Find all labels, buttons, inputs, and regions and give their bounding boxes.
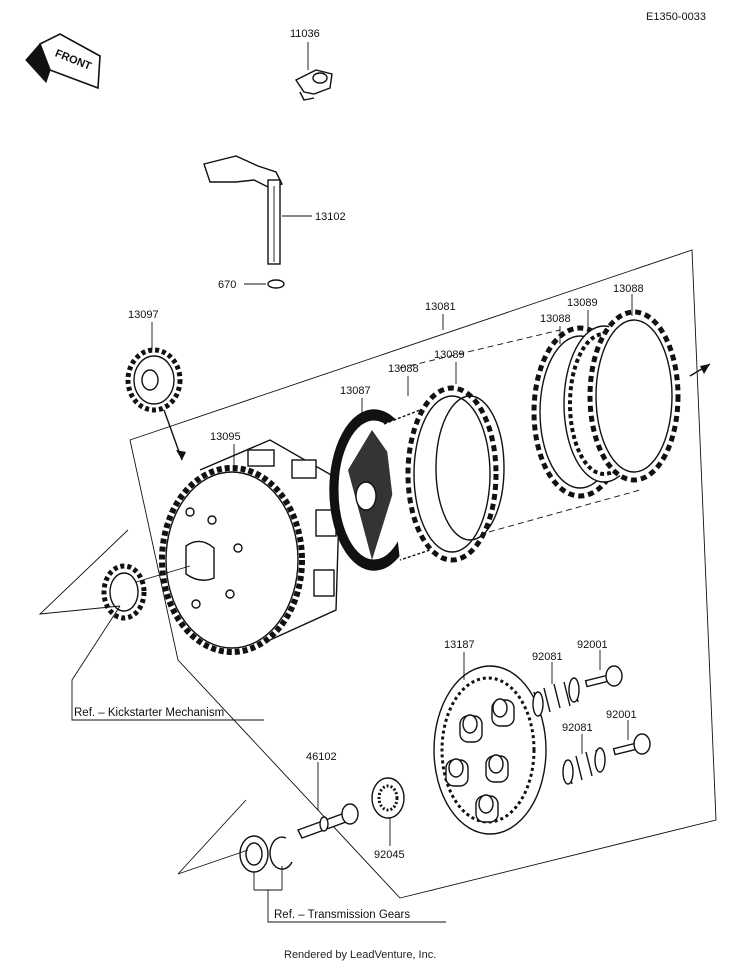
label-13102: 13102 [315, 211, 346, 223]
friction-plates-right [531, 309, 681, 499]
diagram-code: E1350-0033 [646, 11, 706, 23]
kickstarter-ref-arrow [38, 529, 129, 615]
push-rod-46102 [297, 803, 359, 839]
bracket-part-11036 [294, 42, 333, 101]
gear-13097 [125, 347, 183, 413]
kickstarter-ref-bracket [71, 605, 264, 721]
friction-plate-left [405, 385, 505, 563]
clutch-bolt-92001-bottom [612, 733, 651, 756]
clutch-spring-92081-bottom [562, 747, 606, 785]
label-13089-right: 13089 [567, 297, 598, 309]
label-92001-top: 92001 [577, 639, 608, 651]
label-92045: 92045 [374, 849, 405, 861]
label-13088-right-mid: 13088 [540, 313, 571, 325]
label-13081: 13081 [425, 301, 456, 313]
label-13095: 13095 [210, 431, 241, 443]
clutch-bolt-92001-top [584, 665, 623, 688]
push-lever-shaft-13102 [203, 155, 312, 265]
thrust-washer [239, 835, 269, 873]
clutch-spring-92081-top [532, 677, 580, 717]
label-670: 670 [218, 279, 236, 291]
transmission-ref-arrow [177, 799, 249, 875]
kickstarter-gear [101, 563, 191, 621]
assembly-frame-line [129, 249, 717, 899]
label-13088-right-top: 13088 [613, 283, 644, 295]
footer-credit: Rendered by LeadVenture, Inc. [284, 949, 436, 961]
pressure-plate-13187 [433, 665, 547, 835]
clutch-housing-13095 [159, 439, 341, 655]
label-11036: 11036 [290, 28, 320, 40]
circlip [269, 836, 293, 870]
transmission-ref-bracket [267, 890, 446, 923]
plate-stack-dashed-top [399, 329, 561, 369]
label-13087: 13087 [340, 385, 371, 397]
front-arrow-icon: FRONT [25, 33, 101, 90]
label-13187: 13187 [444, 639, 475, 651]
plate-stack-dashed-bottom [459, 489, 641, 541]
label-92081-top: 92081 [532, 651, 563, 663]
ref-transmission: Ref. – Transmission Gears [274, 909, 410, 921]
ref-kickstarter: Ref. – Kickstarter Mechanism [74, 707, 224, 719]
label-92081-bottom: 92081 [562, 722, 593, 734]
bearing-92045 [371, 777, 405, 819]
label-13097: 13097 [128, 309, 159, 321]
label-13089-left: 13089 [434, 349, 465, 361]
label-13088-left: 13088 [388, 363, 419, 375]
label-92001-bottom: 92001 [606, 709, 637, 721]
label-46102: 46102 [306, 751, 337, 763]
o-ring-670 [267, 279, 285, 289]
